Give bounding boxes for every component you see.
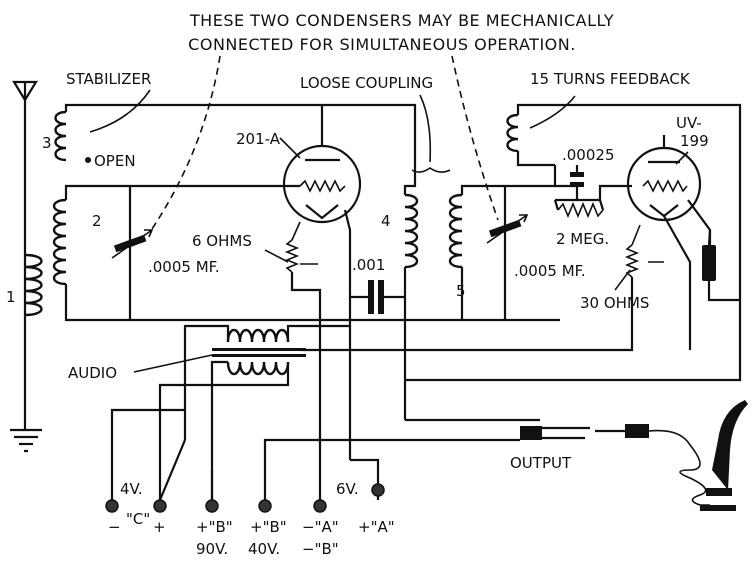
audio-core-top [212,348,306,351]
header-arrow-right [451,55,499,221]
a-plus-terminal[interactable] [371,483,385,497]
coil-4-label: 4 [381,212,391,230]
header-arrow-left [149,55,221,233]
cap-001-right-plate [378,280,384,314]
condenser-2-label: .0005 MF. [514,262,586,280]
c-minus-label: − [108,518,121,536]
tube-2-label-line1: UV- [676,114,702,132]
phone-plug-icon[interactable] [595,424,649,438]
b90-bottom-label: 90V. [196,540,228,558]
a-plus-label: +"A" [358,518,395,536]
rheostat-1-icon [284,221,318,273]
c-minus-terminal[interactable] [105,499,119,513]
coil-3-label: 3 [42,134,52,152]
tube-1-label: 201-A [236,130,281,148]
filament-wire-2 [300,215,692,352]
feedback-arrow [529,95,576,129]
cap-001-left-plate [368,280,374,314]
terminal-wires [110,408,380,501]
rheostat-1-arrow [264,249,289,263]
header-line-1: THESE TWO CONDENSERS MAY BE MECHANICALLY [189,11,614,30]
a-minus-terminal[interactable] [313,499,327,513]
loose-coupling-arrow [419,94,432,163]
headphone-cord-icon [648,429,710,506]
stabilizer-wire [64,103,417,170]
c-label: "C" [126,510,150,528]
a-minus-bottom-label: −"B" [302,540,339,558]
open-label: OPEN [94,152,136,170]
cap-00025-top-plate [570,172,584,177]
cap-00025-label: .00025 [562,146,615,164]
tube-uv199-icon [626,146,702,222]
feedback-coil-icon [506,113,519,153]
ground-icon [10,428,42,453]
c-volts-label: 4V. [120,480,143,498]
stabilizer-label: STABILIZER [66,70,151,88]
feedback-label: 15 TURNS FEEDBACK [530,70,691,88]
coil-5-wire [460,184,555,320]
coil-1-icon [24,253,43,317]
coil-4-wire [403,170,417,420]
b90-terminal[interactable] [205,499,219,513]
tube-2-label-line2: 199 [680,132,709,150]
audio-secondary-coil-icon [226,361,290,376]
condenser-1-arrow [111,229,154,259]
rheostat-2-label: 30 OHMS [580,294,649,312]
coil-1-label: 1 [6,288,16,306]
output-jack-icon[interactable] [520,426,590,440]
tuned-circuit-wire [64,184,560,322]
audio-arrow [133,354,213,373]
rheostat-1-label: 6 OHMS [192,232,252,250]
grid-leak-icon [557,201,604,219]
b40-terminal[interactable] [258,499,272,513]
grid-leak-wire [553,199,605,211]
coil-4-icon [404,193,419,269]
loose-coupling-brace [411,167,451,173]
loose-coupling-label: LOOSE COUPLING [300,74,433,92]
coil-2-icon [52,198,67,286]
b90-top-label: +"B" [196,518,233,536]
bypass-cap-wire [707,229,740,302]
rheostat-2-arrow [614,269,631,291]
a-minus-top-label: −"A" [302,518,339,536]
bypass-cap-icon [702,245,716,281]
coil-5-label: 5 [456,282,466,300]
audio-label: AUDIO [68,364,117,382]
b40-top-label: +"B" [250,518,287,536]
coil-5-icon [448,193,463,269]
filament-wire-1 [290,209,352,480]
loudspeaker-horn-icon [700,400,748,511]
audio-core-bottom [212,354,306,357]
feedback-wire [405,103,742,382]
open-terminal [85,157,91,163]
stabilizer-arrow [89,89,151,133]
audio-primary-coil-icon [226,328,290,343]
a-volts-label: 6V. [336,480,359,498]
audio-wires [158,324,540,500]
c-plus-label: + [153,518,166,536]
grid-wire [553,165,632,202]
rheostat-2-icon [624,224,664,278]
header-line-2: CONNECTED FOR SIMULTANEOUS OPERATION. [188,35,576,54]
cap-00025-bottom-plate [570,182,584,187]
grid-leak-label: 2 MEG. [556,230,609,248]
cap-001-label: .001 [352,256,385,274]
coil-3-icon [54,110,67,162]
condenser-2-arrow [486,214,529,244]
antenna-icon [12,80,38,430]
output-label: OUTPUT [510,454,572,472]
tube-201a-icon [282,144,362,224]
condenser-1-label: .0005 MF. [148,258,220,276]
b40-bottom-label: 40V. [248,540,280,558]
coil-2-label: 2 [92,212,102,230]
c-plus-terminal[interactable] [153,499,167,513]
